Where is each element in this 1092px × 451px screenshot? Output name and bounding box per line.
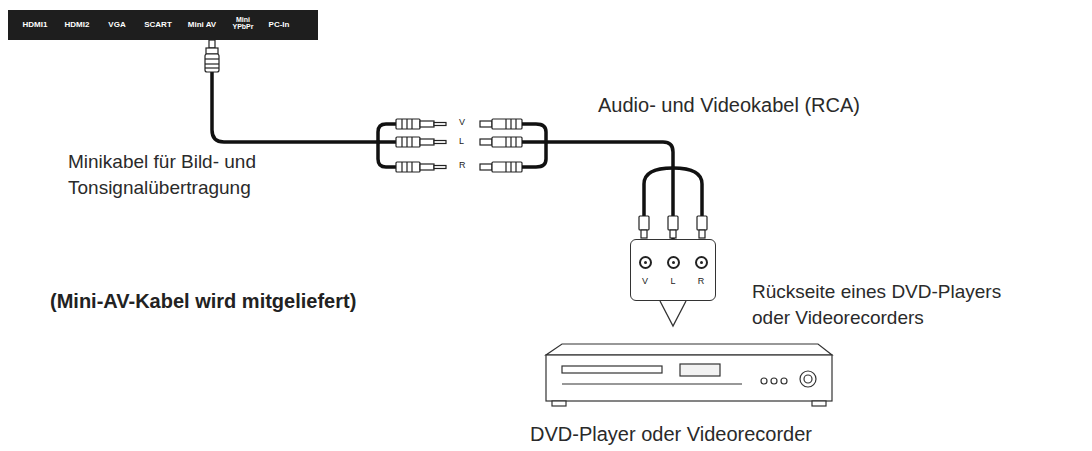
rca-jack (667, 256, 680, 269)
jack-column: V (639, 256, 652, 286)
rca-male-plugs (396, 119, 446, 172)
dvd-player (546, 344, 832, 406)
cable-split-left (378, 124, 396, 167)
annotation-text: Minikabel für Bild- und Tonsignalübertra… (68, 149, 298, 200)
cable-split-right (522, 124, 546, 167)
input-panel: HDMI1 HDMI2 VGA SCART Mini AV Mini YPbPr PC-In (8, 10, 318, 40)
signal-letter: R (459, 161, 466, 170)
signal-letter: V (459, 118, 465, 127)
av-cable (212, 40, 673, 239)
port-label: SCART (142, 21, 174, 29)
port-label: HDMI1 (20, 21, 50, 29)
rca-plugs-dvd (639, 216, 707, 238)
port-label: HDMI2 (62, 21, 92, 29)
mini-plug (205, 40, 219, 72)
callout-pointer (660, 301, 686, 326)
port-label: Mini YPbPr (230, 16, 256, 30)
jack-label: R (698, 277, 705, 286)
port-label: VGA (106, 21, 128, 29)
port-label: PC-In (264, 21, 294, 29)
annotation-text: (Mini-AV-Kabel wird mitgeliefert) (50, 288, 356, 315)
rca-wires (644, 168, 702, 218)
annotation-text: Audio- und Videokabel (RCA) (598, 92, 860, 119)
annotation-text: Rückseite eines DVD-Players oder Videore… (752, 279, 1017, 330)
rca-female-plugs (480, 119, 522, 172)
port-label: Mini AV (184, 21, 220, 29)
jack-label: V (642, 277, 648, 286)
rca-jack (695, 256, 708, 269)
jack-panel: VLR (630, 239, 716, 301)
jack-column: R (695, 256, 708, 286)
jack-label: L (670, 277, 675, 286)
rca-jack (639, 256, 652, 269)
jack-column: L (667, 256, 680, 286)
annotation-text: DVD-Player oder Videorecorder (530, 421, 812, 448)
signal-letter: L (459, 137, 464, 146)
